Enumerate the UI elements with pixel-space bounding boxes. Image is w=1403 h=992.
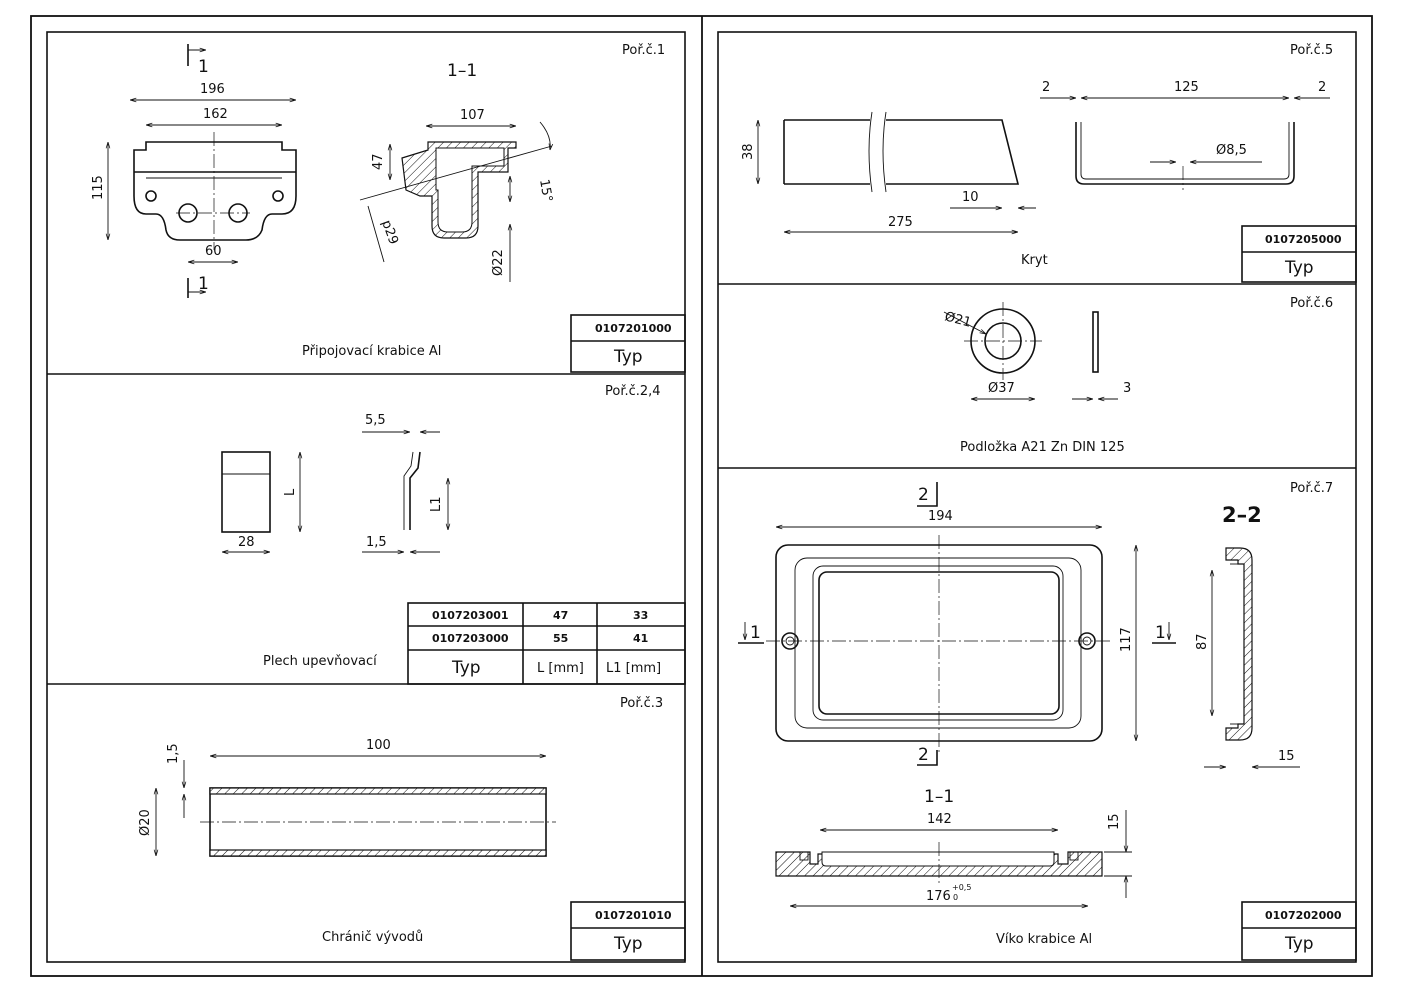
panel-washer: Poř.č.6 Ø21 Ø37 3 Podložka A21 Zn DIN 12… [943,296,1333,455]
p3-title: Chránič vývodů [322,930,423,945]
p24-header-L1: L1 [mm] [606,661,661,676]
p3-tube-section [200,787,556,857]
p1-title: Připojovací krabice Al [302,344,441,359]
p24-type-table: 0107203001 47 33 0107203000 55 41 Typ L … [407,602,686,685]
p5-cover-flat [783,111,1020,193]
p24-row2-code: 0107203000 [432,632,509,645]
p24-row1-L1: 33 [633,609,648,622]
p1-dim-115: 115 [91,175,106,200]
p7-tolerance-upper: +0,5 [952,883,971,892]
p7-marker-2-top: 2 [918,485,929,505]
p1-dim-60: 60 [205,244,222,259]
p1-dim-196: 196 [200,82,225,97]
p24-dim-1-5: 1,5 [366,535,387,550]
p24-index-label: Poř.č.2,4 [605,384,661,399]
p5-cover-profile [1075,122,1295,190]
p24-row1-L: 47 [553,609,568,622]
p1-dim-d22: Ø22 [491,249,506,276]
p3-dim-100: 100 [366,738,391,753]
p6-dim-d37: Ø37 [988,381,1015,396]
p5-dim-125: 125 [1174,80,1199,95]
p1-code: 0107201000 [595,322,672,335]
p24-title: Plech upevňovací [263,654,377,669]
p1-section-marker-top: 1 [198,57,209,77]
p24-header-L: L [mm] [537,661,584,676]
p7-code: 0107202000 [1265,909,1342,922]
p5-title: Kryt [1021,253,1048,268]
p24-dim-L1: L1 [429,496,444,512]
p3-index-label: Poř.č.3 [620,696,663,711]
p7-dim-176: 176 [926,889,951,904]
p7-section-1-1 [775,842,1103,886]
p6-title: Podložka A21 Zn DIN 125 [960,440,1125,455]
p7-marker-1-right: 1 [1155,623,1166,643]
p24-dim-L: L [283,488,298,496]
p7-section-2-2 [1225,547,1253,741]
p3-code: 0107201010 [595,909,672,922]
p24-row2-L1: 41 [633,632,648,645]
p1-section-marker-bottom: 1 [198,274,209,294]
p1-dim-107: 107 [460,108,485,123]
p7-section-1-1-title: 1–1 [924,787,954,807]
p7-lid-plan-view [766,535,1112,752]
p24-plate-profile [409,451,421,530]
p7-title-block: 0107202000 Typ [1241,901,1357,961]
p7-dim-142: 142 [927,812,952,827]
p5-title-block: 0107205000 Typ [1241,225,1357,283]
p7-dim-87: 87 [1195,633,1210,650]
p3-title-block: 0107201010 Typ [570,901,686,961]
p6-dim-d21: Ø21 [943,309,973,330]
p1-title-block: 0107201000 Typ [570,314,686,373]
p5-dim-2-right: 2 [1318,80,1326,95]
p6-washer-side [1092,311,1099,373]
p5-dim-2-left: 2 [1042,80,1050,95]
p7-index-label: Poř.č.7 [1290,481,1333,496]
p7-tolerance-lower: 0 [953,893,958,902]
p5-index-label: Poř.č.5 [1290,43,1333,58]
p24-row2-L: 55 [553,632,568,645]
p5-dim-38: 38 [741,143,756,160]
sheet-frames [30,15,1373,977]
p7-dim-117: 117 [1119,627,1134,652]
p7-marker-1-left: 1 [750,623,761,643]
p1-section-view [359,141,553,239]
p5-dim-d8-5: Ø8,5 [1216,143,1247,158]
p6-washer-front [964,302,1042,380]
p1-section-title: 1–1 [447,61,477,81]
p7-title: Víko krabice Al [996,932,1092,947]
p1-front-view [133,132,297,250]
p7-dim-15-section: 15 [1107,813,1122,830]
p24-header-type: Typ [451,658,481,678]
p24-dim-28: 28 [238,535,255,550]
p5-type-label: Typ [1284,258,1314,278]
p1-dim-15deg: 15° [536,178,555,203]
p3-type-label: Typ [613,934,643,954]
p7-dim-194: 194 [928,509,953,524]
p7-section-2-2-title: 2–2 [1222,503,1262,527]
panel-mounting-plate: Poř.č.2,4 28 L 5,5 L1 1,5 Plech upevňova… [221,384,686,685]
p1-index-label: Poř.č.1 [622,43,665,58]
p3-dim-d20: Ø20 [138,809,153,836]
p24-row1-code: 0107203001 [432,609,509,622]
panel-connection-box: Poř.č.1 196 162 115 60 1 1 1–1 [91,43,686,373]
p6-dim-3: 3 [1123,381,1131,396]
panel-cover: Poř.č.5 38 275 10 2 125 2 Ø8,5 Kryt [741,43,1357,283]
p1-dim-47: 47 [371,153,386,170]
p5-code: 0107205000 [1265,233,1342,246]
p7-dim-15-side: 15 [1278,749,1295,764]
p24-plate-front [221,451,271,533]
p7-type-label: Typ [1284,934,1314,954]
p6-index-label: Poř.č.6 [1290,296,1333,311]
p1-type-label: Typ [613,347,643,367]
p7-marker-2-bottom: 2 [918,745,929,765]
p24-dim-5-5: 5,5 [365,413,386,428]
p5-dim-275: 275 [888,215,913,230]
p1-dim-162: 162 [203,107,228,122]
panel-box-lid: Poř.č.7 194 117 2 2 1 1 2–2 [738,481,1357,961]
panel-lead-protector: Poř.č.3 100 1,5 Ø20 Chránič vývodů 01072… [138,696,686,961]
p5-dim-10: 10 [962,190,979,205]
p3-dim-1-5: 1,5 [166,743,181,764]
p1-dim-p29: p29 [378,218,401,246]
